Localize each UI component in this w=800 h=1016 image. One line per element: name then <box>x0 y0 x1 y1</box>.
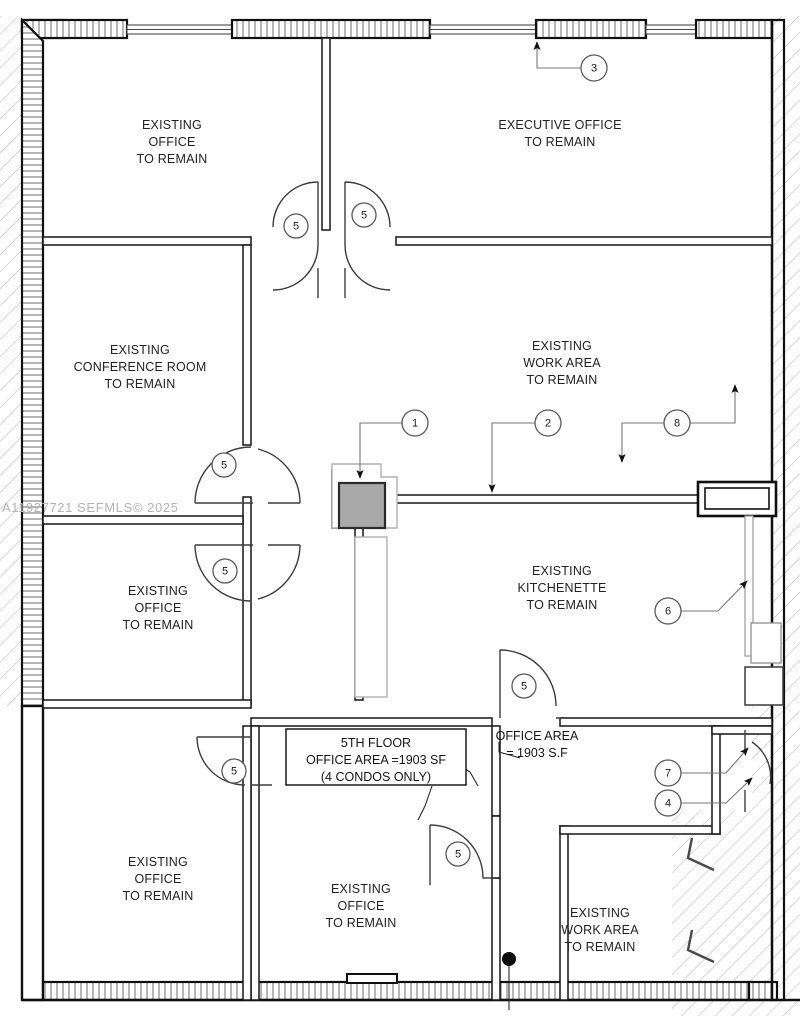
callout-number: 3 <box>591 63 597 75</box>
door-tag-circle <box>211 452 237 478</box>
callout-circle <box>654 597 682 625</box>
callout-number: 7 <box>665 768 671 780</box>
equipment-group <box>331 463 398 698</box>
exterior-walls <box>20 17 800 1002</box>
folding-partitions <box>686 837 715 964</box>
callout-number: 2 <box>545 418 551 430</box>
door-tag-g[interactable]: 5 <box>445 841 471 867</box>
callout-2[interactable]: 2 <box>534 409 562 437</box>
callout-6[interactable]: 6 <box>654 597 682 625</box>
interior-partitions <box>42 37 773 1001</box>
callout-circle <box>654 789 682 817</box>
callout-circle <box>663 409 691 437</box>
door-tag-bubbles: 5 5 5 5 5 5 5 <box>211 202 537 867</box>
door-tag-e[interactable]: 5 <box>511 673 537 699</box>
callout-circle <box>534 409 562 437</box>
door-tag-number: 5 <box>361 210 367 222</box>
callout-number: 8 <box>674 418 680 430</box>
callout-number: 1 <box>412 418 418 430</box>
callout-7[interactable]: 7 <box>654 759 682 787</box>
door-tag-circle <box>283 213 309 239</box>
door-tag-f[interactable]: 5 <box>221 758 247 784</box>
callout-4[interactable]: 4 <box>654 789 682 817</box>
door-tag-circle <box>212 558 238 584</box>
door-tag-number: 5 <box>455 849 461 861</box>
structural-column <box>502 952 516 1010</box>
note-office-area-note: OFFICE AREA = 1903 S.F <box>495 729 579 760</box>
door-tag-number: 5 <box>222 566 228 578</box>
callout-number: 6 <box>665 606 671 618</box>
callout-1[interactable]: 1 <box>401 409 429 437</box>
door-tag-number: 5 <box>231 766 237 778</box>
window-sill-detail <box>346 973 398 984</box>
door-tag-d[interactable]: 5 <box>212 558 238 584</box>
door-tag-b[interactable]: 5 <box>351 202 377 228</box>
door-tag-number: 5 <box>221 460 227 472</box>
water-heater <box>337 481 387 530</box>
callout-circle <box>654 759 682 787</box>
door-tag-number: 5 <box>293 221 299 233</box>
floor-area-box-outline <box>285 728 467 786</box>
floor-area-box-text: 5TH FLOOR OFFICE AREA =1903 SF (4 CONDOS… <box>306 736 446 784</box>
door-tag-circle <box>511 673 537 699</box>
callout-circle <box>580 54 608 82</box>
door-tag-c[interactable]: 5 <box>211 452 237 478</box>
door-tag-number: 5 <box>521 681 527 693</box>
callout-circle <box>401 409 429 437</box>
door-tag-circle <box>221 758 247 784</box>
door-tag-a[interactable]: 5 <box>283 213 309 239</box>
kitchenette-fixtures <box>696 480 784 706</box>
door-tag-circle <box>445 841 471 867</box>
door-tag-circle <box>351 202 377 228</box>
callout-bubbles: 3 1 2 8 6 7 4 <box>401 54 691 817</box>
callout-3[interactable]: 3 <box>580 54 608 82</box>
callout-number: 4 <box>665 798 671 810</box>
callout-8[interactable]: 8 <box>663 409 691 437</box>
leader-lines <box>356 41 753 804</box>
